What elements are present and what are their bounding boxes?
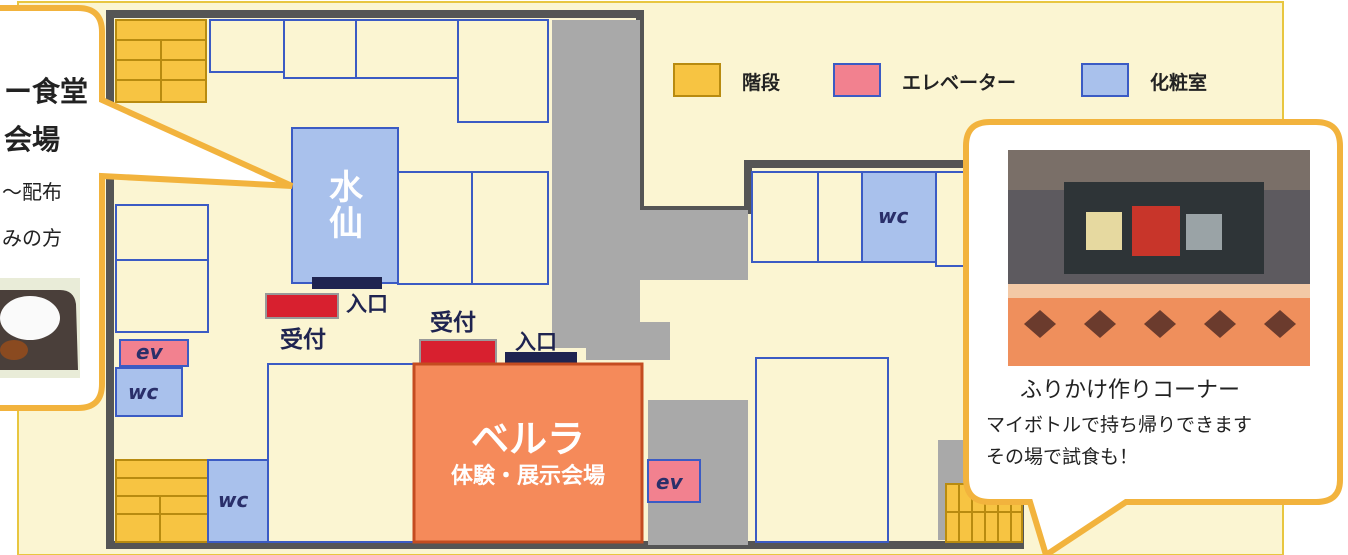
- booth-photo: [1008, 150, 1310, 366]
- ev-label-middle: ev: [656, 470, 683, 494]
- booth-photo-caption: ふりかけ作りコーナー: [1020, 378, 1241, 403]
- room: [817, 171, 863, 263]
- left-callout-line2: 会場: [4, 123, 61, 156]
- right-callout-line1: マイボトルで持ち帰りできます: [986, 414, 1253, 436]
- legend-elevator-label: エレベーター: [902, 72, 1017, 94]
- elevator-middle: [647, 459, 701, 503]
- suisen-label: 水仙: [329, 168, 363, 244]
- berura-title: ベルラ: [470, 417, 585, 461]
- room: [751, 171, 819, 263]
- berura-subtitle: 体験・展示会場: [450, 464, 605, 489]
- room: [397, 171, 473, 285]
- wc-label-right: wc: [878, 204, 909, 228]
- room: [209, 19, 285, 73]
- left-callout-line3: 〜配布: [2, 180, 62, 204]
- berura-entrance-label: 入口: [515, 330, 557, 354]
- suisen-reception-label: 受付: [280, 327, 326, 353]
- berura-entrance-bar: [505, 352, 577, 364]
- suisen-entrance-label: 入口: [346, 292, 388, 316]
- legend-stairs-label: 階段: [742, 72, 781, 94]
- left-callout-line1: ー食堂: [4, 75, 89, 108]
- legend-stairs-swatch: [673, 63, 721, 97]
- legend-restroom-label: 化粧室: [1150, 72, 1208, 94]
- legend-restroom-swatch: [1081, 63, 1129, 97]
- reception-box-suisen: [265, 293, 339, 319]
- berura-reception-label: 受付: [430, 310, 476, 336]
- restroom-left: [115, 367, 183, 417]
- reception-box-berura: [419, 339, 497, 367]
- restroom-bottom: [207, 459, 269, 543]
- wc-label-left: wc: [128, 380, 159, 404]
- room: [755, 357, 889, 543]
- suisen-entrance-bar: [312, 277, 382, 289]
- legend-elevator-swatch: [833, 63, 881, 97]
- stairs-top-left: [115, 19, 207, 103]
- elevator-left: [119, 339, 189, 367]
- suisen-room: [291, 127, 399, 284]
- room: [267, 363, 415, 543]
- berura-hall: [412, 362, 644, 544]
- left-callout-line4: みの方: [2, 226, 62, 250]
- stairs-bottom-left: [115, 459, 209, 543]
- room: [471, 171, 549, 285]
- wc-label-bottom: wc: [218, 488, 249, 512]
- corridor: [552, 20, 748, 360]
- ev-label-left: ev: [136, 340, 163, 364]
- room: [355, 19, 459, 79]
- room: [115, 204, 209, 261]
- room: [115, 259, 209, 333]
- right-callout-line2: その場で試食も！: [986, 446, 1139, 468]
- room: [283, 19, 357, 79]
- room: [935, 171, 967, 267]
- room: [457, 19, 549, 123]
- food-photo: [0, 278, 80, 378]
